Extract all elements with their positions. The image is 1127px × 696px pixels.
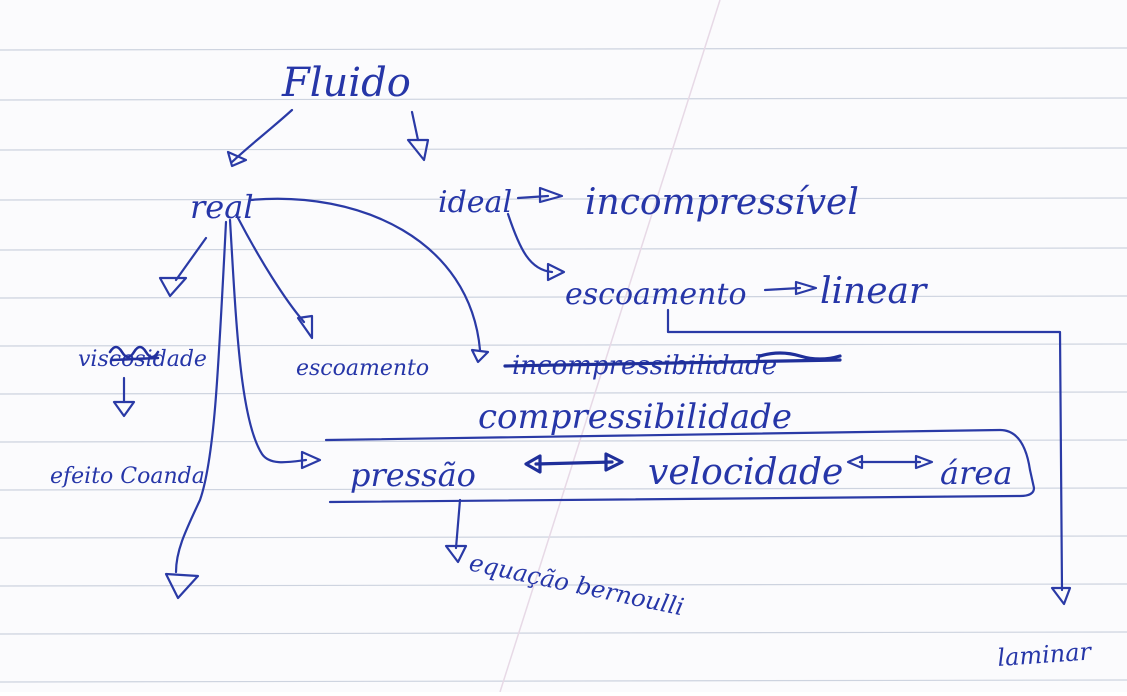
arrow-velocidade-area [846,454,934,470]
arrow-pressao-velocidade [524,452,624,474]
arrow-escoamento-linear [763,280,818,296]
arrow-real-pressao [228,218,322,470]
node-fluido: Fluido [281,60,411,106]
arrow-viscosidade-efeito [112,376,136,418]
bernoulli-box [324,428,1036,504]
node-escoamento-ideal: escoamento [565,277,747,312]
node-compressibilidade: compressibilidade [478,397,792,437]
arrow-real-viscosidade [158,236,208,298]
arrow-fluido-ideal [406,110,430,162]
node-linear: linear [820,271,928,312]
node-incompressivel: incompressível [585,182,859,223]
node-efeito-coanda: efeito Coanda [50,464,205,489]
arrow-fluido-real [226,108,294,168]
arrow-real-incompressibilidade [248,197,490,364]
node-pressao: pressão [350,456,476,494]
node-ideal: ideal [438,185,512,220]
node-area: área [940,454,1012,492]
arrow-real-escoamento [236,216,314,340]
node-laminar: laminar [996,637,1093,672]
node-escoamento-real: escoamento [296,356,429,381]
arrow-ideal-incompressivel [516,186,564,204]
node-velocidade: velocidade [648,452,843,493]
arrow-ideal-escoamento [506,212,566,282]
arrow-box-bernoulli [444,498,468,564]
strike-viscosidade [108,345,160,362]
strike-incompressibilidade [503,351,842,368]
arrow-real-down [164,220,228,600]
arrow-escoamento-laminar [666,308,1072,606]
node-real: real [190,188,254,226]
